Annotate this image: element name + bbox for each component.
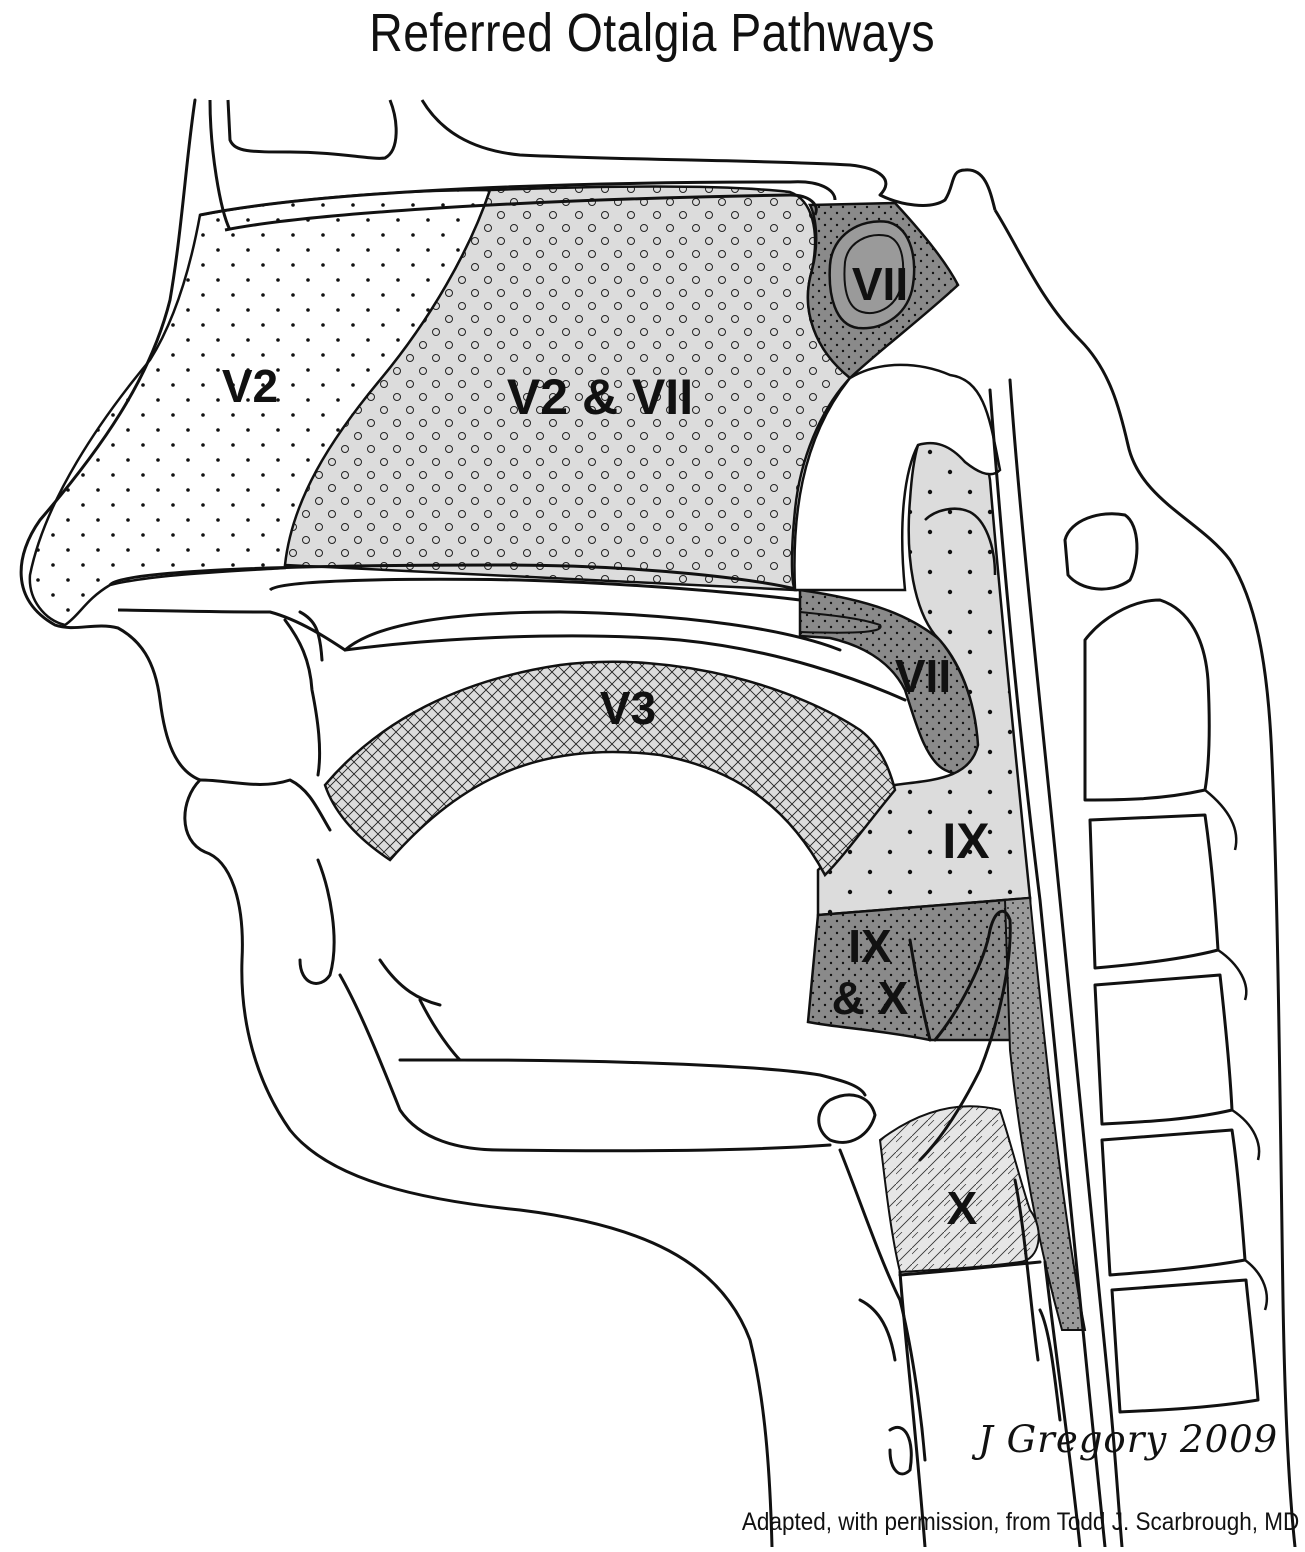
label-vii-nasopharynx: VII xyxy=(852,258,908,310)
region-v3-area xyxy=(323,660,897,878)
diagram-title: Referred Otalgia Pathways xyxy=(369,3,936,63)
artist-signature: J Gregory 2009 xyxy=(978,1418,1279,1461)
label-ix-x-line1: IX xyxy=(848,920,892,972)
credit-line: Adapted, with permission, from Todd J. S… xyxy=(741,1508,1299,1536)
cervical-spine xyxy=(1063,512,1260,1414)
region-ix-area xyxy=(816,437,1032,917)
region-v2-vii-area xyxy=(283,185,852,592)
label-vii-palate: VII xyxy=(895,650,951,702)
label-v2-vii: V2 & VII xyxy=(507,369,693,425)
region-x-area xyxy=(878,1105,1040,1274)
label-ix: IX xyxy=(942,813,989,869)
label-v2: V2 xyxy=(222,360,278,412)
label-ix-x-line2: & X xyxy=(832,972,909,1024)
label-v3: V3 xyxy=(600,682,656,734)
head-outline xyxy=(19,98,1297,1549)
label-x: X xyxy=(947,1182,978,1234)
